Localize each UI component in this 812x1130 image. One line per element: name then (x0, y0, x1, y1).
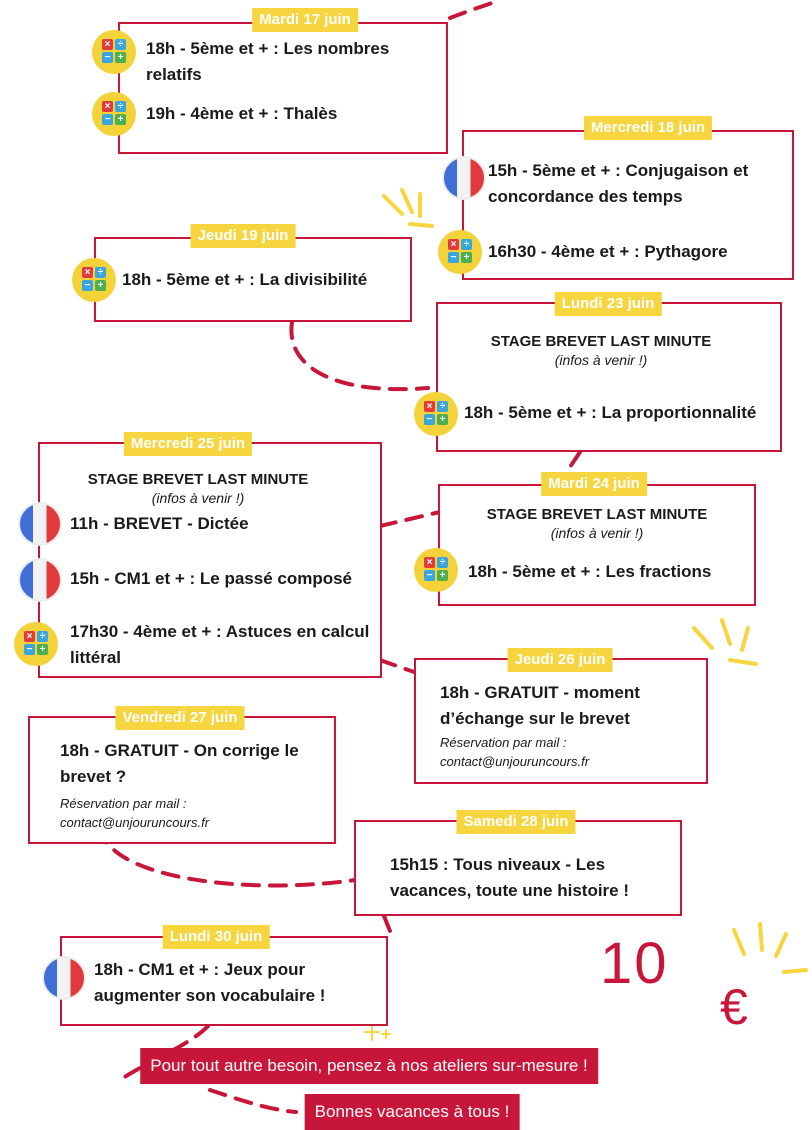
reservation-email[interactable]: contact@unjouruncours.fr (60, 815, 210, 830)
math-icon: ×÷−+ (414, 392, 458, 436)
event-date: Lundi 23 juin (554, 292, 662, 316)
event-card-mardi-24 (438, 484, 756, 606)
event-item: 15h - 5ème et + : Conjugaison et concord… (488, 161, 749, 206)
event-item: 19h - 4ème et + : Thalès (146, 104, 338, 123)
event-item: 17h30 - 4ème et + : Astuces en calcul li… (70, 622, 370, 667)
reservation-label: Réservation par mail : (60, 796, 187, 811)
event-item: 18h - GRATUIT - moment d’échange sur le … (440, 683, 640, 728)
stage-title: STAGE BREVET LAST MINUTE (infos à venir !… (436, 332, 766, 370)
stage-note: (infos à venir !) (550, 525, 644, 541)
event-item: 18h - CM1 et + : Jeux pour augmenter son… (94, 960, 326, 1005)
event-date: Samedi 28 juin (456, 810, 576, 834)
math-icon: ×÷−+ (92, 92, 136, 136)
price-amount: 10 (600, 931, 669, 996)
event-item: 11h - BREVET - Dictée (70, 514, 249, 533)
event-date: Jeudi 26 juin (507, 648, 613, 672)
event-item: 18h - 5ème et + : Les nombres relatifs (146, 39, 390, 84)
event-item: 15h15 : Tous niveaux - Les vacances, tou… (390, 855, 630, 900)
stage-note: (infos à venir !) (151, 490, 245, 506)
reservation-email[interactable]: contact@unjouruncours.fr (440, 754, 590, 769)
event-date: Mardi 17 juin (252, 8, 358, 32)
event-date: Lundi 30 juin (162, 925, 270, 949)
french-flag-icon (18, 502, 62, 546)
event-card-mardi-17 (118, 22, 448, 154)
event-date: Mercredi 25 juin (123, 432, 253, 456)
event-item: 18h - 5ème et + : Les fractions (468, 562, 712, 581)
event-card-lundi-23 (436, 302, 782, 452)
event-item: 16h30 - 4ème et + : Pythagore (488, 242, 728, 261)
stage-note: (infos à venir !) (554, 352, 648, 368)
french-flag-icon (18, 558, 62, 602)
stage-heading: STAGE BREVET LAST MINUTE (486, 506, 708, 523)
event-card-vendredi-27 (28, 716, 336, 844)
event-date: Mardi 24 juin (541, 472, 647, 496)
footer-banner-vacances: Bonnes vacances à tous ! (304, 1094, 520, 1130)
french-flag-icon (42, 956, 86, 1000)
math-icon: ×÷−+ (92, 30, 136, 74)
math-icon: ×÷−+ (72, 258, 116, 302)
math-icon: ×÷−+ (14, 622, 58, 666)
event-date: Jeudi 19 juin (190, 224, 296, 248)
event-item: 18h - GRATUIT - On corrige le brevet ? (60, 741, 299, 786)
event-date: Mercredi 18 juin (583, 116, 713, 140)
stage-title: STAGE BREVET LAST MINUTE (infos à venir !… (38, 470, 358, 508)
price-currency: € (720, 979, 748, 1035)
stage-title: STAGE BREVET LAST MINUTE (infos à venir !… (438, 505, 756, 543)
french-flag-icon (442, 156, 486, 200)
event-item: 15h - CM1 et + : Le passé composé (70, 569, 353, 588)
event-card-samedi-28 (354, 820, 682, 916)
stage-heading: STAGE BREVET LAST MINUTE (87, 471, 309, 488)
math-icon: ×÷−+ (414, 548, 458, 592)
math-icon: ×÷−+ (438, 230, 482, 274)
reservation-label: Réservation par mail : (440, 735, 567, 750)
footer-banner-ateliers: Pour tout autre besoin, pensez à nos ate… (140, 1048, 598, 1084)
event-item: 18h - 5ème et + : La divisibilité (122, 270, 368, 289)
event-date: Vendredi 27 juin (115, 706, 245, 730)
stage-heading: STAGE BREVET LAST MINUTE (490, 333, 712, 350)
event-item: 18h - 5ème et + : La proportionnalité (464, 403, 757, 422)
event-card-jeudi-26 (414, 658, 708, 784)
